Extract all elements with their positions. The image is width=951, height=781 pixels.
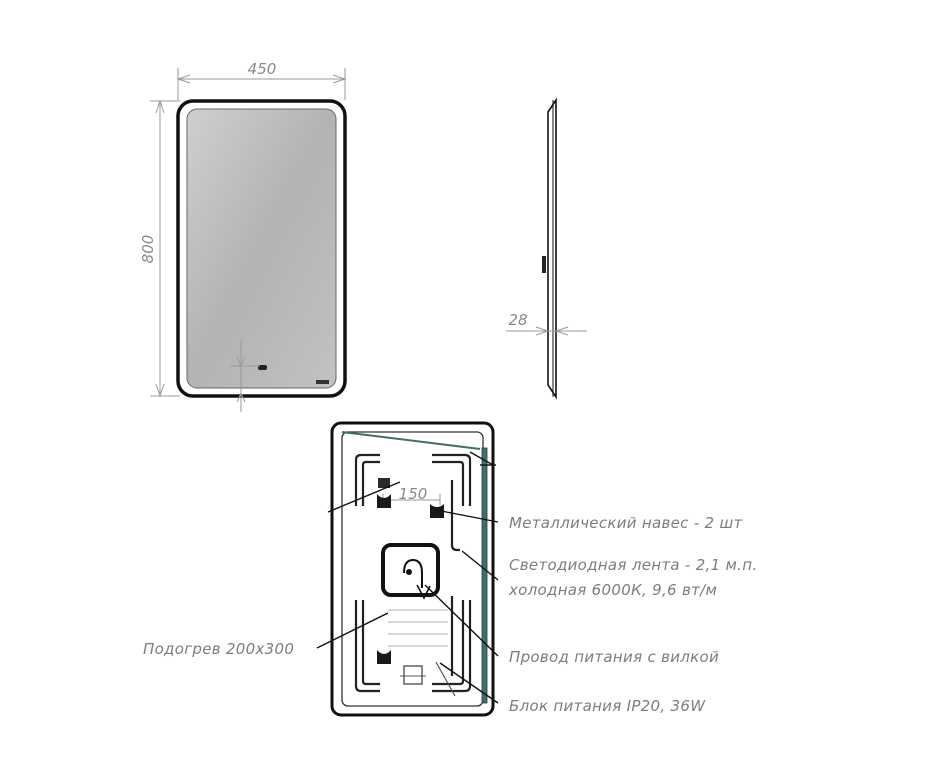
depth-dimension: 28: [506, 311, 587, 336]
metal-hanger-right: [430, 504, 444, 518]
callout-led-strip-line1: Светодиодная лента - 2,1 м.п.: [509, 556, 757, 574]
height-label: 800: [139, 235, 157, 264]
touch-sensor-icon: [258, 365, 267, 370]
width-label: 450: [248, 60, 277, 78]
mirror-glass: [186, 108, 337, 389]
metal-hanger-left: [377, 478, 391, 508]
callout-power-cord: Провод питания с вилкой: [509, 648, 719, 666]
hanger-spacing-label: 150: [399, 485, 428, 503]
metal-hanger-bottom: [377, 650, 391, 664]
side-view: 28: [506, 97, 587, 400]
back-view: 150: [316, 421, 499, 717]
depth-label: 28: [508, 311, 527, 329]
callout-leaders: [316, 451, 499, 704]
callout-metal-hanger: Металлический навес - 2 шт: [509, 514, 743, 532]
width-dimension: 450: [176, 60, 347, 100]
callout-led-strip-line2: холодная 6000К, 9,6 вт/м: [508, 581, 717, 599]
brand-logo-mark: [316, 380, 329, 384]
callout-heater: Подогрев 200х300: [143, 640, 294, 658]
height-dimension: 800: [139, 99, 180, 398]
front-view: 450 800: [139, 60, 347, 412]
led-strip: [481, 447, 488, 704]
callout-power-supply: Блок питания IP20, 36W: [509, 697, 706, 715]
side-profile: [547, 97, 557, 400]
